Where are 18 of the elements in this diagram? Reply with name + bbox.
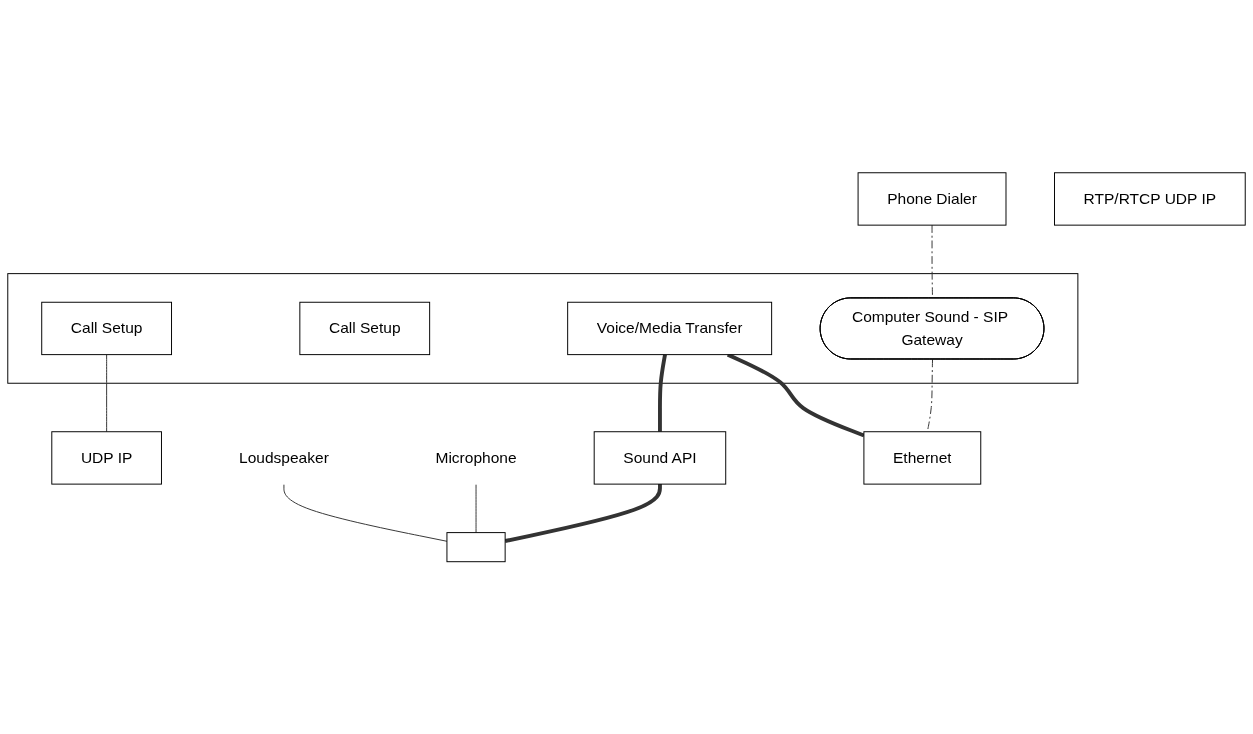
cluster [7,272,1079,384]
node-box: RTP/RTCP UDP IP [1054,172,1246,226]
connector [283,483,448,542]
node-box: Phone Dialer [857,172,1007,226]
node-box: Call Setup [41,301,172,355]
connector [475,483,477,533]
node-box: Voice/Media Transfer [567,301,773,355]
connector [106,353,108,432]
connector [658,354,667,432]
node-text: Microphone [435,448,517,466]
connector [504,483,662,543]
node-box: Ethernet [863,431,982,485]
connector [926,358,933,432]
node-box: UDP IP [51,431,162,485]
node-box: Call Setup [299,301,431,355]
node-box: Sound API [593,431,727,485]
node-box [446,531,506,562]
node-text: Loudspeaker [239,448,329,466]
